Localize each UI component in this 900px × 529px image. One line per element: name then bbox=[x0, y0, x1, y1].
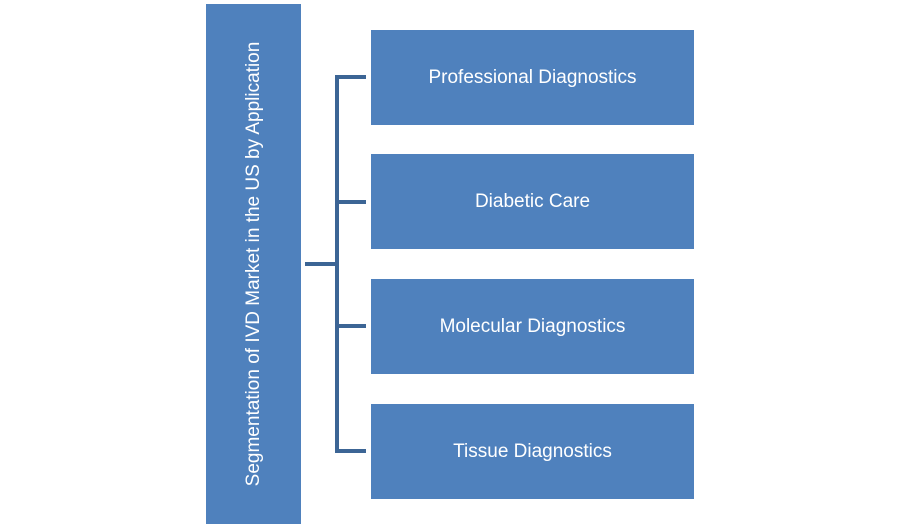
child-node-label: Diabetic Care bbox=[474, 190, 591, 212]
child-node-diabetic-care: Diabetic Care bbox=[371, 154, 694, 249]
connector-branch-2 bbox=[335, 200, 366, 204]
connector-branch-3 bbox=[335, 324, 366, 328]
connector-branch-4 bbox=[335, 449, 366, 453]
child-node-label: Professional Diagnostics bbox=[428, 66, 637, 88]
child-node-tissue-diagnostics: Tissue Diagnostics bbox=[371, 404, 694, 499]
connector-spine bbox=[335, 75, 339, 453]
root-node: Segmentation of IVD Market in the US by … bbox=[206, 4, 301, 524]
connector-root-stub bbox=[305, 262, 339, 266]
child-node-molecular-diagnostics: Molecular Diagnostics bbox=[371, 279, 694, 374]
child-node-label: Tissue Diagnostics bbox=[453, 440, 612, 462]
connector-branch-1 bbox=[335, 75, 366, 79]
child-node-label: Molecular Diagnostics bbox=[439, 315, 626, 337]
root-node-label: Segmentation of IVD Market in the US by … bbox=[242, 41, 264, 487]
child-node-professional-diagnostics: Professional Diagnostics bbox=[371, 30, 694, 125]
